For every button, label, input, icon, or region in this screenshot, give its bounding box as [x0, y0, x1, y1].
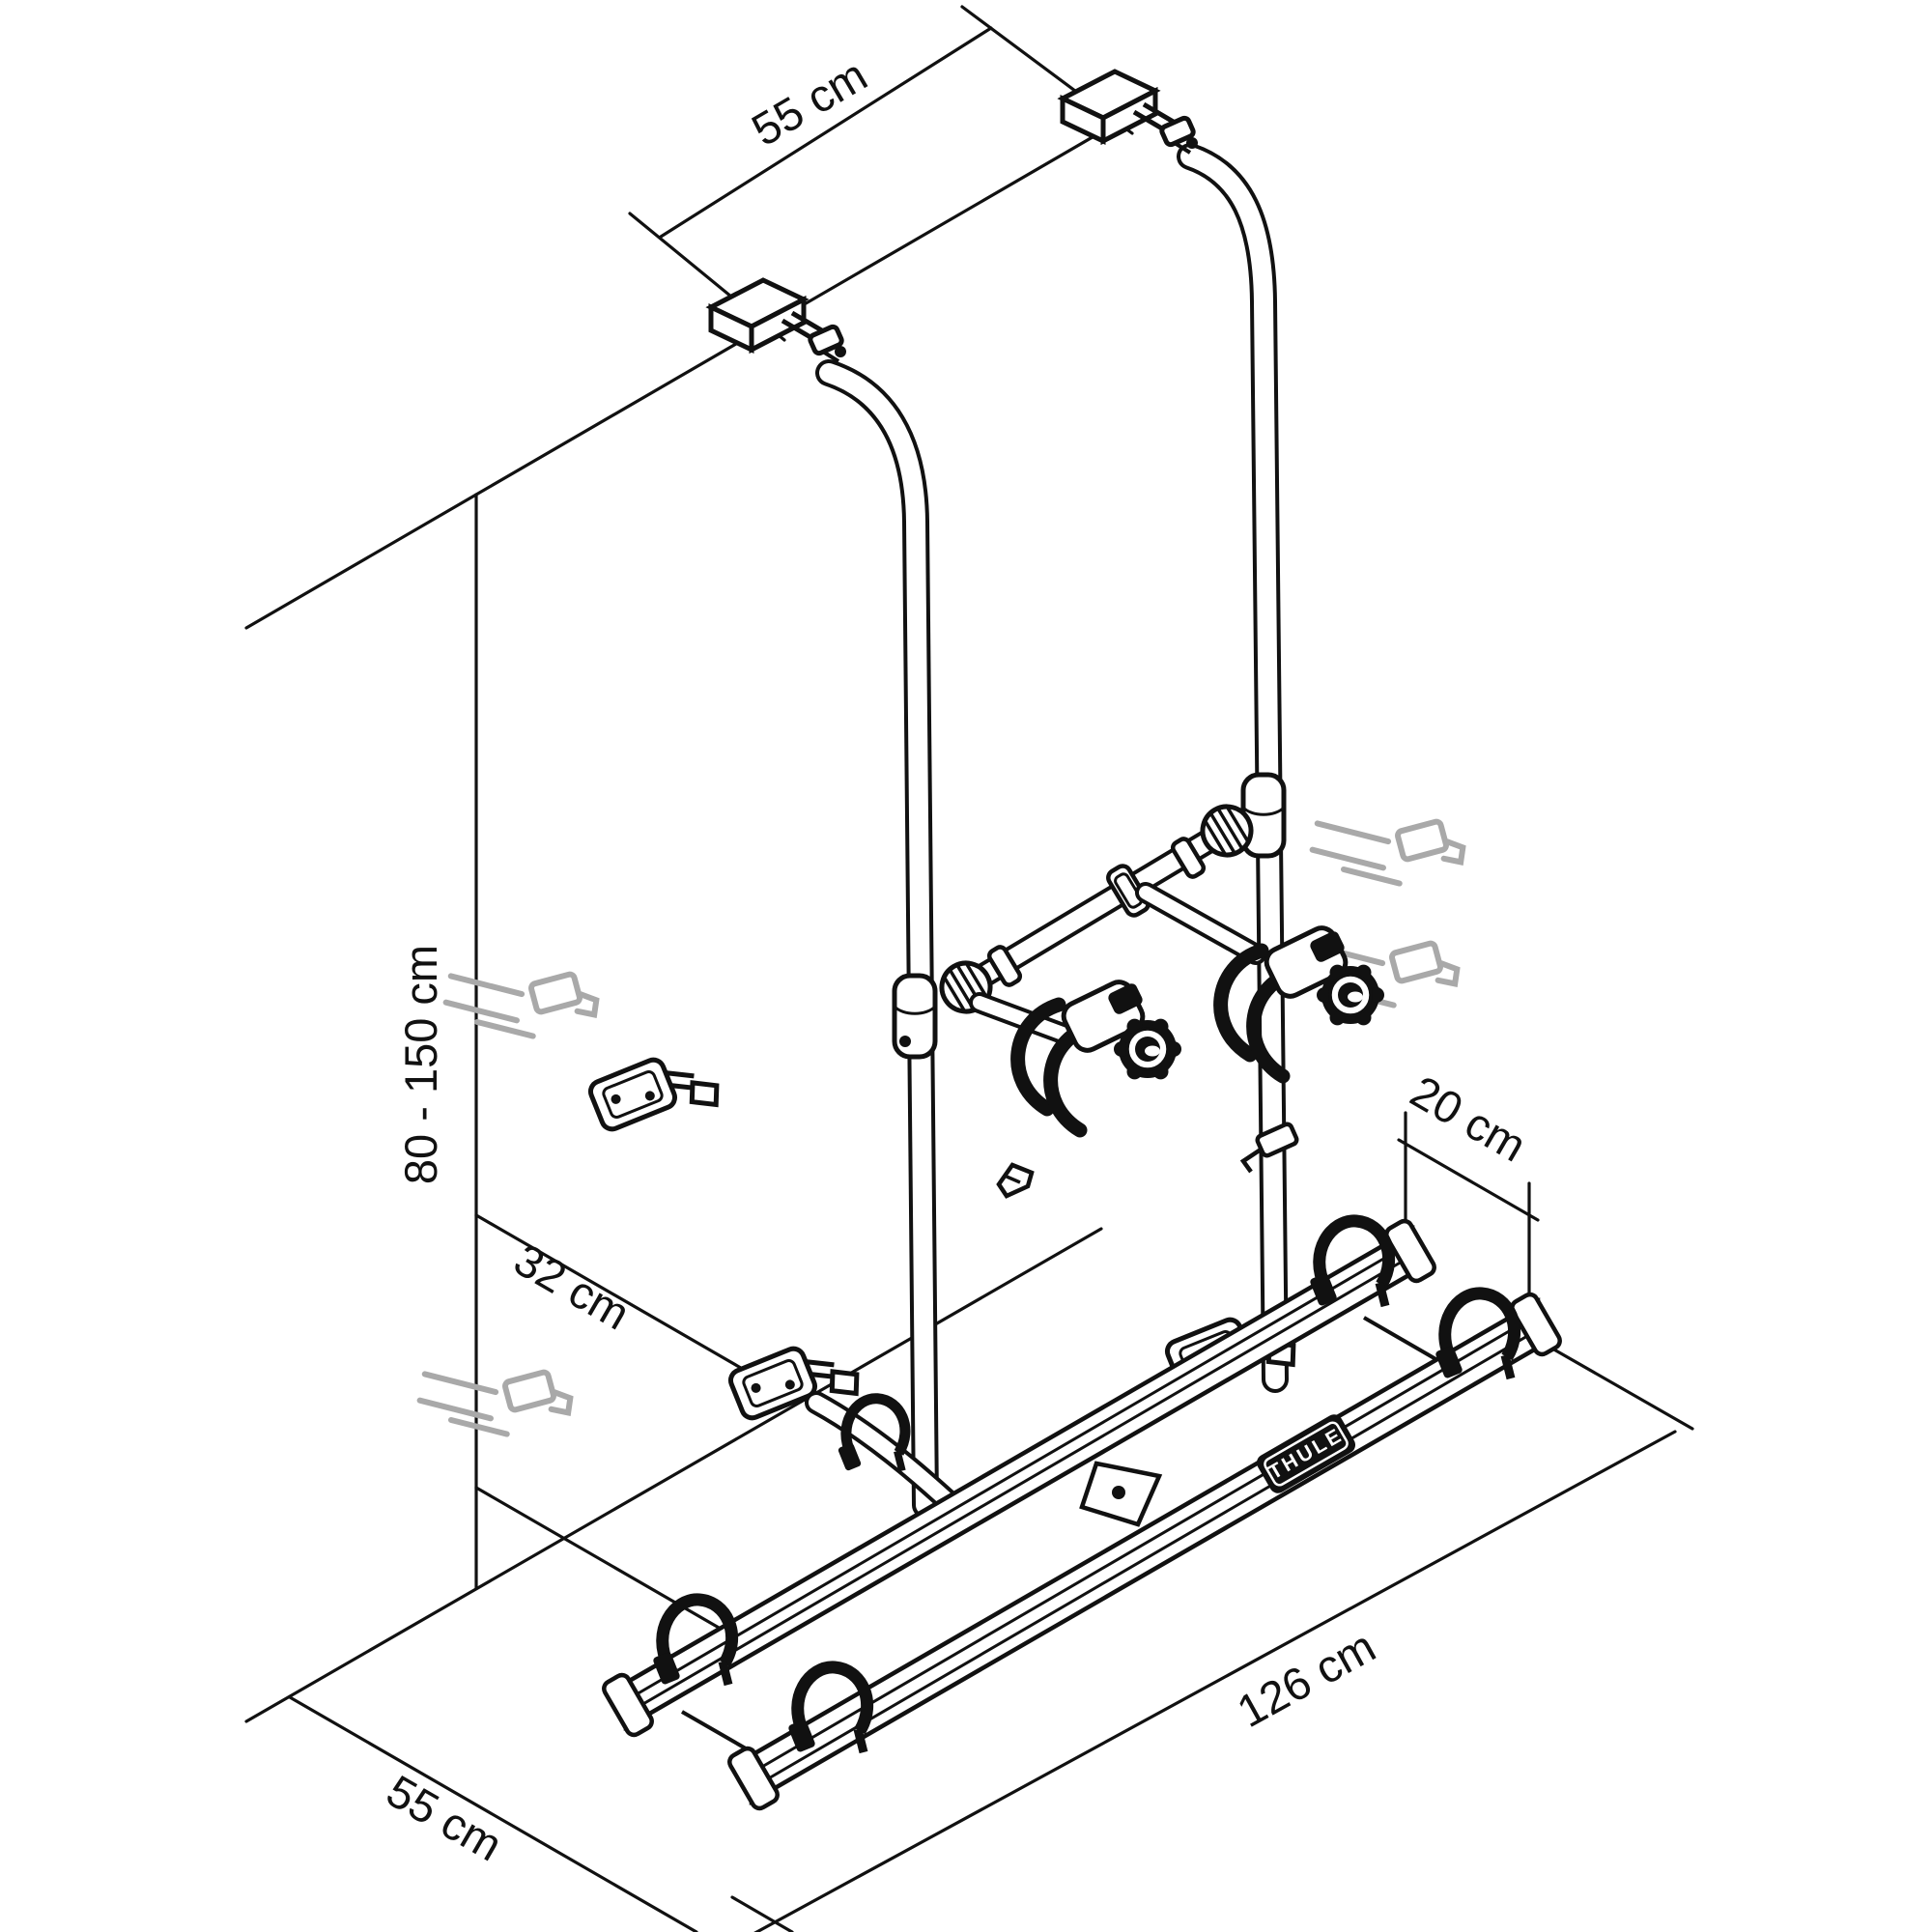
rail-end-cap — [727, 1746, 780, 1811]
rail-end-cap — [1384, 1218, 1436, 1284]
dimension-top-width: 55 cm — [628, 5, 1134, 342]
wall-outline — [244, 122, 1118, 1723]
cable-hook — [996, 1162, 1035, 1199]
dimension-label-height-range: 80 - 150 cm — [395, 945, 446, 1184]
crossbar-collar-left — [986, 945, 1023, 987]
upper-mount-bracket-right — [1063, 71, 1198, 153]
left-upright-tube — [815, 359, 939, 1519]
rail-end-cap — [602, 1672, 654, 1738]
bike-arm-clamp-left — [969, 980, 1183, 1138]
dimension-label-top-width: 55 cm — [743, 48, 875, 156]
ghost-bracket-right-upper — [1306, 788, 1467, 902]
left-tube-junction — [892, 973, 938, 1060]
dimension-height-range: 80 - 150 cm — [395, 493, 478, 1590]
right-upright-tube — [1177, 143, 1289, 1393]
dimension-label-rail-length: 126 cm — [1229, 1620, 1384, 1737]
support-arm — [805, 1391, 968, 1520]
bike-arm-clamp-right — [1135, 882, 1386, 1084]
rail-end-cap — [1510, 1292, 1562, 1357]
ghost-bracket-left-upper — [440, 941, 601, 1055]
wheel-rail-inner — [602, 1218, 1436, 1738]
ghost-bracket-left-lower — [413, 1339, 575, 1453]
crossbar-collar-right — [1170, 837, 1207, 879]
dimension-label-depth: 55 cm — [379, 1765, 511, 1871]
crossbar-middle-clamp — [1106, 864, 1151, 918]
dimension-label-rail-spacing: 20 cm — [1403, 1065, 1535, 1172]
crossbar-assembly — [892, 772, 1287, 1060]
dimension-label-lower-offset: 32 cm — [506, 1234, 639, 1340]
lower-mount-bracket-upper — [587, 1040, 723, 1146]
tube-clamp-right — [1239, 1122, 1299, 1174]
dimension-lower-offset: 32 cm — [474, 1213, 786, 1637]
